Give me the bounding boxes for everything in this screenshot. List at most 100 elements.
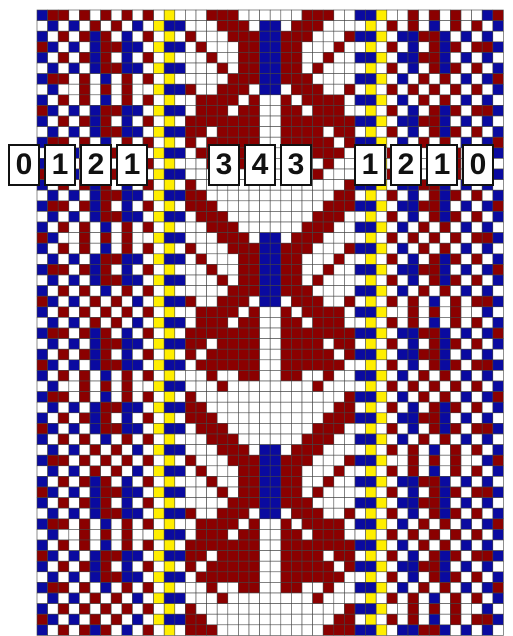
pattern-cell [196, 455, 207, 466]
pattern-cell [185, 317, 196, 328]
pattern-cell [154, 402, 165, 413]
pattern-cell [366, 519, 377, 530]
pattern-cell [111, 52, 122, 63]
pattern-cell [175, 582, 186, 593]
pattern-cell [450, 466, 461, 477]
pattern-cell [185, 625, 196, 636]
pattern-cell [493, 582, 504, 593]
pattern-cell [249, 307, 260, 318]
pattern-cell [249, 529, 260, 540]
pattern-cell [344, 572, 355, 583]
pattern-cell [440, 498, 451, 509]
pattern-cell [154, 551, 165, 562]
pattern-cell [217, 63, 228, 74]
pattern-cell [323, 476, 334, 487]
pattern-cell [450, 116, 461, 127]
pattern-cell [185, 392, 196, 403]
pattern-cell [101, 243, 112, 254]
pattern-cell [238, 561, 249, 572]
pattern-cell [217, 476, 228, 487]
pattern-cell [355, 582, 366, 593]
pattern-cell [472, 201, 483, 212]
pattern-cell [217, 604, 228, 615]
pattern-cell [90, 328, 101, 339]
pattern-cell [376, 402, 387, 413]
pattern-cell [228, 392, 239, 403]
pattern-cell [450, 254, 461, 265]
pattern-cell [132, 572, 143, 583]
pattern-cell [429, 84, 440, 95]
pattern-cell [450, 63, 461, 74]
pattern-cell [154, 264, 165, 275]
pattern-cell [419, 529, 430, 540]
pattern-cell [440, 190, 451, 201]
pattern-cell [260, 339, 271, 350]
pattern-cell [185, 211, 196, 222]
pattern-cell [472, 211, 483, 222]
pattern-cell [111, 21, 122, 32]
pattern-cell [185, 52, 196, 63]
pattern-cell [48, 95, 59, 106]
pattern-cell [366, 487, 377, 498]
pattern-cell [175, 137, 186, 148]
pattern-cell [207, 455, 218, 466]
pattern-cell [175, 31, 186, 42]
pattern-cell [419, 561, 430, 572]
pattern-cell [101, 540, 112, 551]
pattern-cell [175, 328, 186, 339]
pattern-cell [387, 243, 398, 254]
pattern-cell [228, 63, 239, 74]
pattern-cell [132, 211, 143, 222]
pattern-cell [408, 466, 419, 477]
pattern-cell [387, 551, 398, 562]
pattern-cell [313, 275, 324, 286]
pattern-cell [58, 317, 69, 328]
pattern-cell [37, 74, 48, 85]
pattern-cell [387, 84, 398, 95]
pattern-cell [122, 275, 133, 286]
pattern-cell [291, 243, 302, 254]
pattern-cell [450, 190, 461, 201]
pattern-cell [217, 105, 228, 116]
pattern-cell [122, 370, 133, 381]
pattern-cell [132, 10, 143, 21]
pattern-cell [419, 328, 430, 339]
pattern-cell [387, 508, 398, 519]
pattern-cell [207, 349, 218, 360]
pattern-cell [344, 264, 355, 275]
pattern-cell [154, 476, 165, 487]
pattern-cell [344, 74, 355, 85]
pattern-cell [281, 423, 292, 434]
pattern-cell [302, 445, 313, 456]
pattern-cell [122, 561, 133, 572]
pattern-cell [482, 392, 493, 403]
pattern-cell [185, 423, 196, 434]
pattern-cell [355, 339, 366, 350]
pattern-cell [196, 339, 207, 350]
pattern-cell [493, 434, 504, 445]
pattern-cell [90, 349, 101, 360]
pattern-cell [122, 339, 133, 350]
pattern-cell [482, 275, 493, 286]
pattern-cell [397, 286, 408, 297]
pattern-cell [260, 551, 271, 562]
pattern-cell [450, 519, 461, 530]
pattern-cell [302, 10, 313, 21]
pattern-cell [387, 423, 398, 434]
pattern-cell [154, 508, 165, 519]
pattern-cell [122, 233, 133, 244]
pattern-cell [249, 317, 260, 328]
pattern-cell [101, 561, 112, 572]
pattern-cell [238, 190, 249, 201]
pattern-cell [461, 413, 472, 424]
pattern-cell [238, 243, 249, 254]
pattern-cell [185, 158, 196, 169]
threading-numbers-center: 3 4 3 [208, 144, 312, 186]
pattern-cell [154, 349, 165, 360]
pattern-cell [270, 63, 281, 74]
pattern-cell [387, 349, 398, 360]
pattern-cell [408, 201, 419, 212]
pattern-cell [291, 254, 302, 265]
pattern-cell [132, 52, 143, 63]
threading-number: 1 [44, 144, 76, 186]
